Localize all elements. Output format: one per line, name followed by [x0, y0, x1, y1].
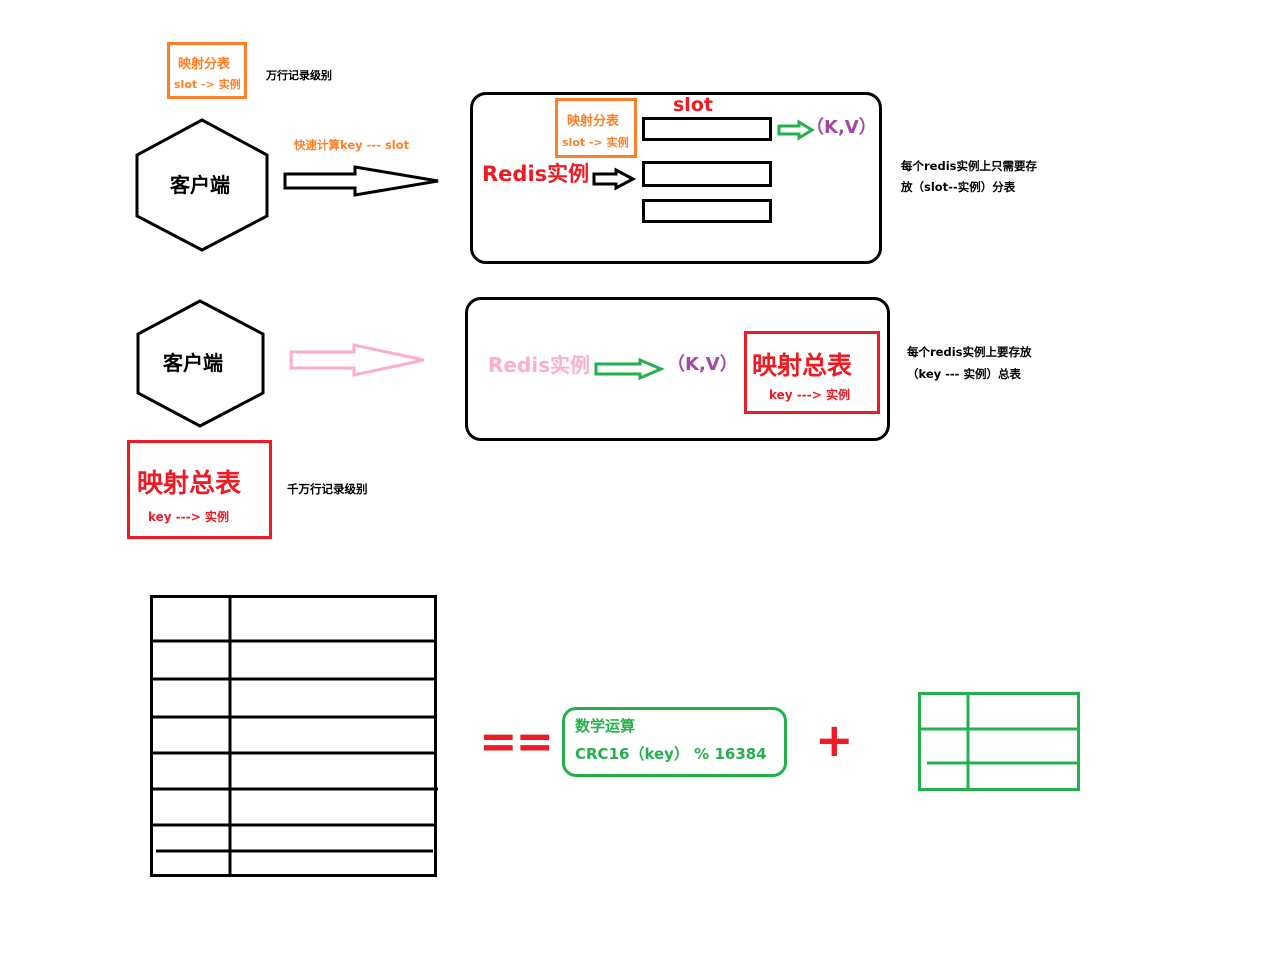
top-note-line2: 放（slot--实例）分表 [901, 180, 1016, 194]
green-arrow-middle [594, 357, 665, 381]
slot-row-1 [642, 117, 772, 141]
client-hexagon-2 [136, 299, 265, 428]
middle-legend-note: 千万行记录级别 [287, 482, 368, 496]
top-legend-mapping-box: 映射分表 slot -> 实例 [167, 42, 247, 99]
quick-calc-label: 快速计算key --- slot [294, 138, 410, 152]
pink-arrow [289, 343, 425, 377]
redis-total-mapping-title: 映射总表 [752, 351, 853, 380]
redis-box-middle [465, 297, 890, 441]
redis-mapping-title: 映射分表 [567, 114, 620, 129]
formula-box: 数学运算 CRC16（key） % 16384 [562, 707, 787, 777]
plus-sign: + [815, 713, 854, 767]
redis-mapping-box: 映射分表 slot -> 实例 [555, 98, 637, 158]
top-legend-note: 万行记录级别 [266, 69, 332, 82]
middle-note-line1: 每个redis实例上要存放 [907, 345, 1032, 359]
redis-label-top: Redis实例 [482, 162, 590, 186]
equals-sign: == [479, 714, 554, 768]
small-black-arrow [592, 167, 637, 191]
slot-row-3 [642, 199, 772, 223]
top-legend-mapping-subtitle: slot -> 实例 [174, 78, 241, 91]
kv-label-top: （K,V） [806, 117, 877, 138]
green-arrow-top [777, 119, 815, 141]
middle-legend-total-box: 映射总表 key ---> 实例 [127, 440, 272, 539]
middle-legend-total-title: 映射总表 [137, 469, 242, 499]
redis-mapping-subtitle: slot -> 实例 [562, 136, 629, 149]
redis-total-mapping-box: 映射总表 key ---> 实例 [744, 331, 880, 414]
middle-note-line2: （key --- 实例）总表 [907, 367, 1021, 381]
black-arrow [283, 165, 439, 197]
redis-box-top [470, 92, 882, 264]
client-label-2: 客户端 [163, 351, 223, 375]
formula-text: CRC16（key） % 16384 [575, 745, 767, 763]
middle-legend-total-subtitle: key ---> 实例 [148, 510, 229, 524]
client-label-1: 客户端 [170, 173, 230, 197]
slot-row-2 [642, 161, 772, 187]
slot-label: slot [673, 94, 713, 116]
large-table [150, 595, 438, 877]
kv-label-middle: （K,V） [667, 354, 738, 375]
redis-label-middle: Redis实例 [488, 353, 591, 377]
top-note-line1: 每个redis实例上只需要存 [901, 159, 1037, 173]
top-legend-mapping-title: 映射分表 [178, 57, 231, 72]
small-green-table [918, 692, 1080, 791]
client-hexagon-1 [135, 118, 269, 252]
redis-total-mapping-subtitle: key ---> 实例 [769, 388, 850, 402]
formula-title: 数学运算 [575, 717, 636, 735]
